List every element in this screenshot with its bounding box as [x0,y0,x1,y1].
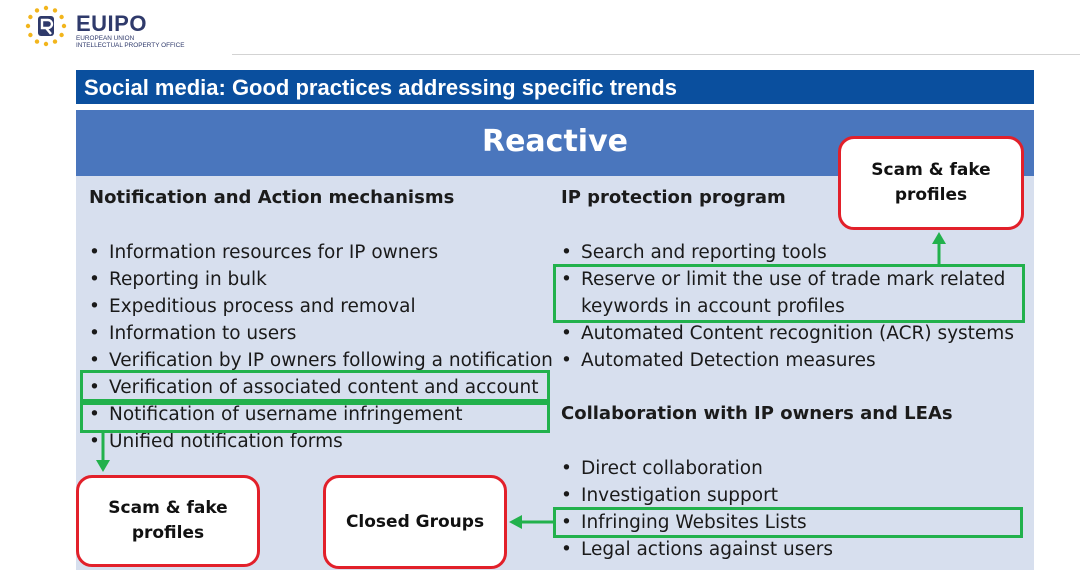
list-item: Unified notification forms [89,428,553,455]
callout-line: Closed Groups [345,511,485,532]
slide-title: Social media: Good practices addressing … [84,75,677,100]
panel-heading: Reactive [481,124,628,159]
section-heading-notification: Notification and Action mechanisms [89,187,455,208]
callout-line: Scam & fake [108,498,228,518]
list-item: Information to users [89,320,553,347]
list-item: Direct collaboration [561,455,833,482]
brand-subtitle-line: EUROPEAN UNION [76,35,135,42]
list-item: Notification of username infringement [89,401,553,428]
callout-line: profiles [894,185,968,205]
list-item: Automated Content recognition (ACR) syst… [561,320,1014,347]
brand-wordmark: EUIPO [76,11,147,36]
eu-stars-emblem-icon [25,5,67,47]
slide-title-bar: Social media: Good practices addressing … [76,70,1034,104]
list-item: Verification by IP owners following a no… [89,347,553,374]
section-heading-ip-protection: IP protection program [561,187,786,208]
list-item: Automated Detection measures [561,347,1014,374]
highlight-box-reserve-keywords [553,264,1025,323]
list-item: Search and reporting tools [561,239,1014,266]
list-item: Reporting in bulk [89,266,553,293]
list-item: Verification of associated content and a… [89,374,553,401]
brand-subtitle-line: INTELLECTUAL PROPERTY OFFICE [76,42,185,49]
list-item: Reserve or limit the use of trade mark r… [561,266,1014,293]
highlight-box-username [80,402,550,433]
highlight-box-infringing-websites [553,507,1023,538]
callout-line: Scam & fake [871,160,991,180]
collaboration-list: Direct collaboration Investigation suppo… [561,455,833,563]
list-item: Legal actions against users [561,536,833,563]
list-item: Information resources for IP owners [89,239,553,266]
header-divider [232,54,1080,55]
section-heading-collaboration: Collaboration with IP owners and LEAs [561,403,953,424]
list-item-continuation: keywords in account profiles [561,293,1014,320]
notification-list: Information resources for IP owners Repo… [89,239,553,455]
callout-line: profiles [131,523,205,543]
list-item: Expeditious process and removal [89,293,553,320]
ip-protection-list: Search and reporting tools Reserve or li… [561,239,1014,374]
list-item: Infringing Websites Lists [561,509,833,536]
callout-scam-fake-profiles-top: Scam & fake profiles [838,136,1024,230]
callout-closed-groups: Closed Groups [323,475,507,569]
list-item-continuation-text: keywords in account profiles [581,296,845,317]
callout-scam-fake-profiles-bottom: Scam & fake profiles [76,475,260,567]
highlight-box-verification [80,370,550,402]
brand-subtitle: EUROPEAN UNION INTELLECTUAL PROPERTY OFF… [76,35,185,49]
euipo-logo: EUIPO EUROPEAN UNION INTELLECTUAL PROPER… [24,4,224,50]
list-item: Investigation support [561,482,833,509]
